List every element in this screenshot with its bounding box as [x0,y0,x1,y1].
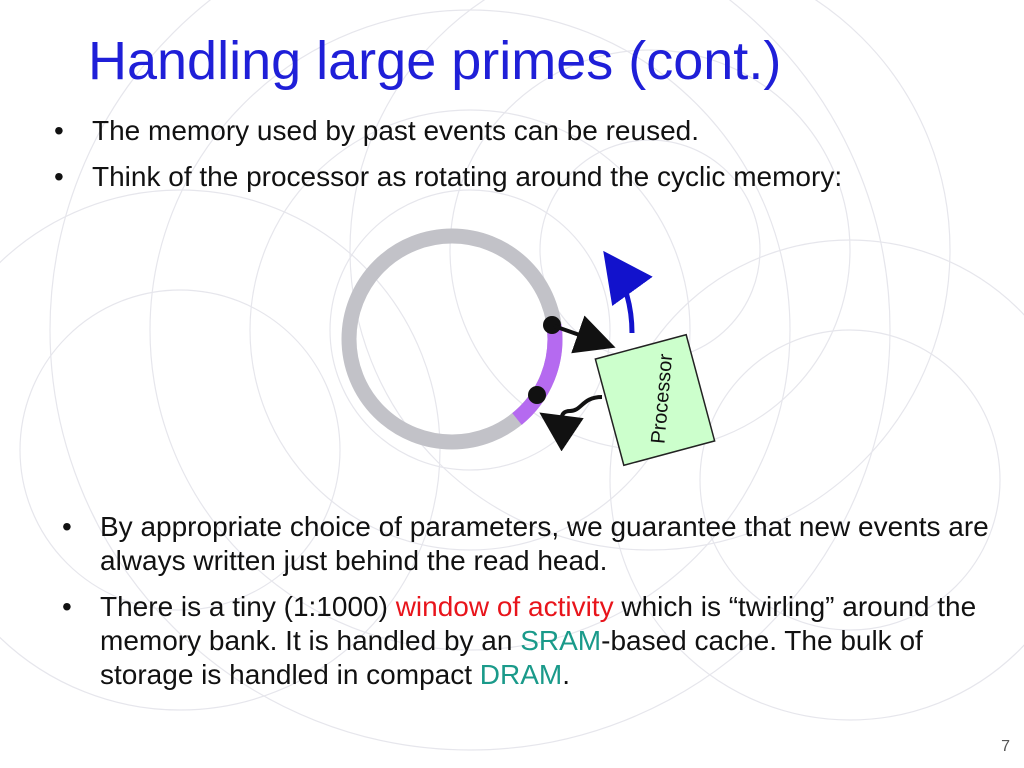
bullet-text: The memory used by past events can be re… [92,115,699,146]
bullet-text-part: There is a tiny (1:1000) [100,591,396,622]
read-arrow [553,315,616,354]
top-bullet-list: • The memory used by past events can be … [54,114,912,206]
write-arrow [539,395,603,452]
bullet-text-part: . [562,659,571,690]
slide-title: Handling large primes (cont.) [88,31,782,91]
bullet-marker: • [62,511,72,542]
bullet-item: • There is a tiny (1:1000) window of act… [62,590,1000,692]
sram-highlight: SRAM [520,625,602,656]
bottom-bullet-list: • By appropriate choice of parameters, w… [62,510,1000,704]
bullet-marker: • [54,161,64,192]
window-of-activity-arc [512,323,563,425]
bullet-marker: • [62,591,72,622]
bullet-item: • The memory used by past events can be … [54,114,912,148]
cyclic-memory-diagram: Processor [341,228,716,467]
rotation-arrow [603,250,653,334]
page-number: 7 [1001,738,1010,755]
bullet-item: • By appropriate choice of parameters, w… [62,510,1000,578]
bullet-item: • Think of the processor as rotating aro… [54,160,912,194]
dram-highlight: DRAM [479,659,563,690]
bullet-text: Think of the processor as rotating aroun… [92,161,843,192]
bullet-text: By appropriate choice of parameters, we … [100,511,989,576]
write-head-dot [528,386,546,404]
bullet-marker: • [54,115,64,146]
processor-box: Processor [594,333,716,467]
bullet-text-part: -based cache. The bulk of storage is han… [100,625,923,690]
window-of-activity-highlight: window of activity [395,591,614,622]
read-head-dot [543,316,561,334]
bullet-text-part: which is “twirling” around the memory ba… [100,591,977,656]
